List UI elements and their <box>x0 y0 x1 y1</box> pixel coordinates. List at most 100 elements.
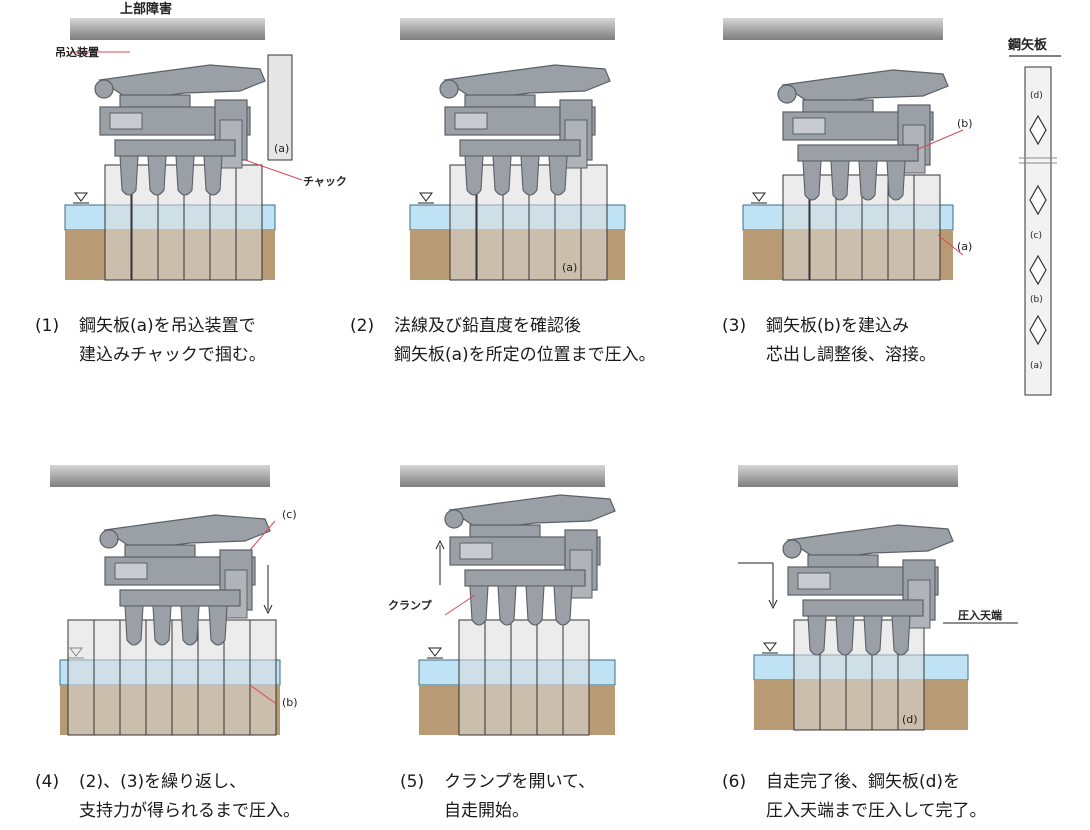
arrow-down-head <box>263 604 273 615</box>
leader-c <box>249 520 276 551</box>
pile-press-machine <box>777 69 949 201</box>
sheet-pile <box>93 619 121 736</box>
step-number: (2) <box>350 316 375 336</box>
clamp-leg <box>175 155 195 196</box>
label-pile-c: (c) <box>282 508 297 521</box>
sheet-pile <box>580 164 608 281</box>
panel-drawing <box>723 18 964 281</box>
caption-line-1: 鋼矢板(a)を吊込装置で <box>79 316 256 336</box>
label-pile-d: (d) <box>902 713 918 726</box>
leader-a <box>937 234 964 256</box>
caption-line-2: 芯出し調整後、溶接。 <box>766 345 936 365</box>
clamp-leg <box>886 160 906 201</box>
clamp-leg <box>180 605 200 646</box>
clamp-leg <box>469 585 489 626</box>
step-4-panel <box>40 445 370 736</box>
clamp-leg <box>208 605 228 646</box>
engine-box <box>114 562 148 580</box>
caption-line-1: (2)、(3)を繰り返し、 <box>79 772 247 792</box>
upper-obstruction-beam <box>400 18 615 40</box>
step-3-panel <box>718 0 1048 290</box>
engine-box <box>109 112 143 130</box>
boom-pivot <box>439 79 459 99</box>
clamp-leg <box>492 155 512 196</box>
saddle <box>119 589 241 607</box>
clamp-leg <box>807 615 827 656</box>
clamp-leg <box>802 160 822 201</box>
clamp-leg <box>858 160 878 201</box>
leader-b <box>915 129 964 151</box>
clamp-leg <box>464 155 484 196</box>
pile-press-machine <box>782 524 954 656</box>
engine-box <box>454 112 488 130</box>
boom-pivot <box>444 509 464 529</box>
upper-obstruction-beam <box>723 18 943 40</box>
saddle <box>114 139 236 157</box>
saddle <box>459 139 581 157</box>
label-hoist-device: 吊込装置 <box>55 46 99 59</box>
pile-a-hanging <box>267 54 293 161</box>
leader-clamp <box>444 594 476 616</box>
boom-pivot <box>777 84 797 104</box>
engine-box <box>797 572 831 590</box>
sheet-pile-title: 鋼矢板 <box>1008 38 1048 53</box>
step-1-panel <box>40 0 370 290</box>
leader-b <box>249 684 276 704</box>
panel-drawing <box>738 465 1018 731</box>
saddle <box>802 599 924 617</box>
step-5-panel <box>385 445 715 736</box>
water-level-marker <box>752 192 766 202</box>
pile-press-machine <box>444 494 616 626</box>
label-clamp: クランプ <box>388 599 432 612</box>
clamp-leg <box>520 155 540 196</box>
caption-line-1: 鋼矢板(b)を建込み <box>766 316 910 336</box>
clamp-leg <box>553 585 573 626</box>
label-press-top-end: 圧入天端 <box>958 609 1002 622</box>
caption-line-2: 支持力が得られるまで圧入。 <box>79 801 300 821</box>
panel-drawing <box>400 465 616 736</box>
step-number: (5) <box>400 772 425 792</box>
clamp-leg <box>548 155 568 196</box>
sheet-pile <box>562 619 590 736</box>
sheet-pile <box>510 619 538 736</box>
step-2-panel <box>385 0 715 290</box>
sheet-pile <box>484 619 512 736</box>
water-level-marker <box>74 192 88 202</box>
boom-pivot <box>782 539 802 559</box>
label-pile-a: (a) <box>274 142 290 155</box>
step-number: (3) <box>722 316 747 336</box>
clamp-leg <box>119 155 139 196</box>
sheet-pile <box>249 619 277 736</box>
water-level-marker <box>763 642 777 652</box>
caption-line-2: 自走開始。 <box>444 801 529 821</box>
clamp-leg <box>525 585 545 626</box>
clamp-leg <box>124 605 144 646</box>
clamp-leg <box>830 160 850 201</box>
sheet-pile <box>458 619 486 736</box>
label-pile-b: (b) <box>957 117 973 130</box>
engine-box <box>792 117 826 135</box>
label-pile-a: (a) <box>562 261 578 274</box>
clamp-leg <box>147 155 167 196</box>
label-pile-a: (a) <box>957 240 973 253</box>
upper-obstruction-beam <box>738 465 958 487</box>
clamp-leg <box>203 155 223 196</box>
sheet-pile <box>104 164 132 281</box>
boom-pivot <box>94 79 114 99</box>
water-level-marker <box>428 647 442 657</box>
sheet-pile-diagram <box>1009 55 1061 396</box>
step-6-panel <box>718 445 1048 735</box>
sheet-label-b: (b) <box>1030 295 1043 305</box>
saddle <box>797 144 919 162</box>
caption-line-2: 鋼矢板(a)を所定の位置まで圧入。 <box>394 345 656 365</box>
pile-press-machine <box>439 64 611 196</box>
label-pile-b: (b) <box>282 696 298 709</box>
arrow-down-head <box>768 599 778 610</box>
pile-press-machine <box>94 64 266 196</box>
sheet-pile-legend: (d) (c) (b) (a) <box>1005 50 1065 400</box>
arrow-up-head <box>435 539 445 550</box>
step-number: (1) <box>35 316 60 336</box>
upper-obstruction-beam <box>70 18 265 40</box>
panel-drawing <box>64 18 303 281</box>
label-chuck: チャック <box>303 175 347 188</box>
